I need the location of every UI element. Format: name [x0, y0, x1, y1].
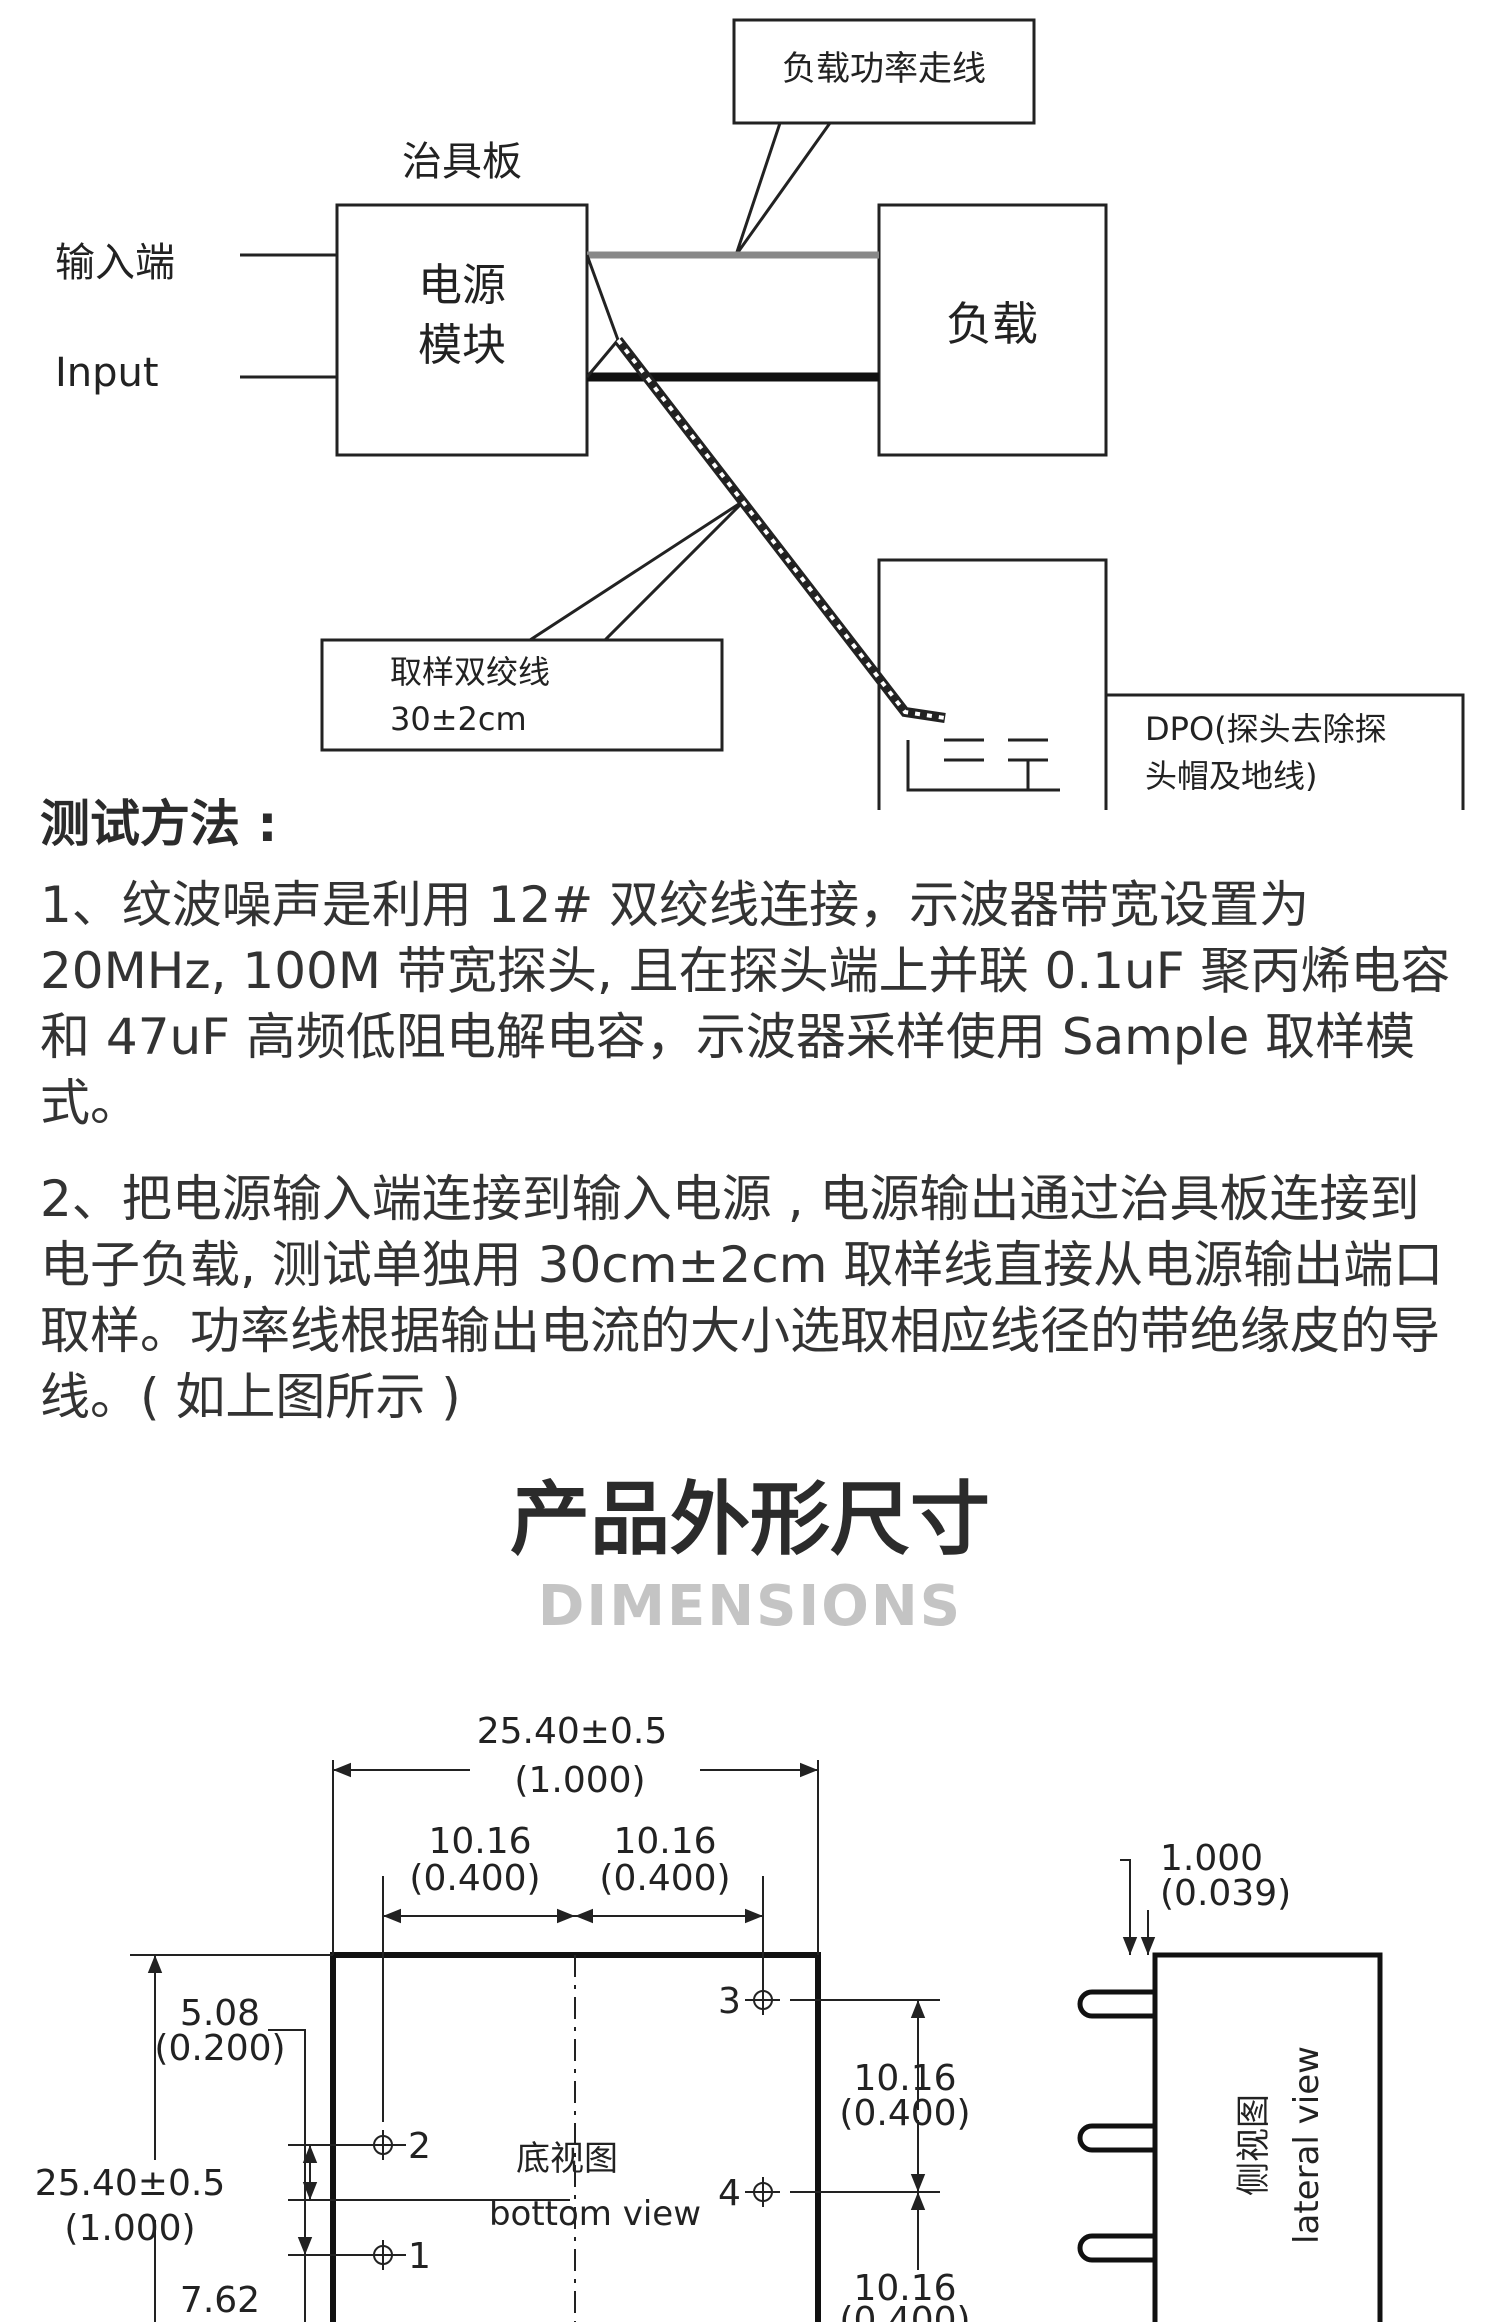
- dimensions-section-subtitle: DIMENSIONS: [537, 1574, 963, 1639]
- bottom-view-label-cn: 底视图: [516, 2139, 618, 2179]
- overall-width-value: 25.40±0.5: [477, 1711, 667, 1752]
- twisted-pair-stripes: [616, 338, 946, 720]
- pin-3-marker: [745, 1985, 780, 2015]
- pin-2-marker: [368, 2130, 406, 2160]
- bottom-view-label-en: bottom view: [489, 2194, 701, 2234]
- power-trace-label: 负载功率走线: [782, 49, 986, 89]
- pitch-b-inch: (0.400): [599, 1858, 730, 1899]
- input-label-cn: 输入端: [55, 240, 175, 286]
- dimensions-section-title: 产品外形尺寸: [510, 1473, 990, 1566]
- pin-2-label: 2: [408, 2126, 431, 2167]
- right-pitch-b-value: 10.16: [853, 2268, 956, 2309]
- pin-offset-inch: (0.200): [154, 2028, 285, 2069]
- dimensions-drawing: 25.40±0.5 (1.000) 10.16 (0.400) 10.16 (0…: [35, 1711, 1383, 2322]
- right-pitch-b-inch: (0.400): [839, 2300, 970, 2322]
- lateral-pins: [1077, 1989, 1155, 2263]
- twisted-pair-pointer: [529, 498, 747, 642]
- power-trace-callout-box: [732, 18, 1036, 125]
- power-trace-pointer: [734, 122, 832, 256]
- load-label: 负载: [946, 297, 1038, 351]
- twisted-pair-label-2: 30±2cm: [390, 700, 527, 738]
- overall-height-inch: (1.000): [64, 2208, 195, 2249]
- module-label-line2: 模块: [418, 320, 506, 371]
- lower-offset-value: 7.62: [180, 2280, 260, 2321]
- probe-label-2: 头帽及地线): [1145, 757, 1318, 795]
- lateral-view-label-en: lateral view: [1287, 2046, 1327, 2244]
- right-pitch-a-inch: (0.400): [839, 2093, 970, 2134]
- lateral-body-outline: [1152, 1952, 1383, 2322]
- overall-width-inch: (1.000): [514, 1760, 645, 1801]
- power-module-box: [335, 203, 589, 457]
- sampling-wire-a: [585, 254, 620, 341]
- sampling-wire-b: [585, 339, 620, 378]
- load-box: [877, 203, 1108, 457]
- twisted-pair-label-1: 取样双绞线: [390, 653, 550, 691]
- lateral-thickness-value: 1.000: [1160, 1838, 1263, 1879]
- probe-label-1: DPO(探头去除探: [1145, 710, 1387, 748]
- pitch-a-value: 10.16: [428, 1821, 531, 1862]
- pin-4-marker: [745, 2177, 780, 2207]
- pitch-a-inch: (0.400): [409, 1858, 540, 1899]
- pin-3-label: 3: [718, 1981, 741, 2022]
- module-label-line1: 电源: [418, 260, 506, 311]
- input-label-en: Input: [55, 350, 159, 396]
- fixture-board-label: 治具板: [402, 139, 522, 185]
- twisted-pair-callout-box: [320, 638, 724, 752]
- right-pitch-a-value: 10.16: [853, 2058, 956, 2099]
- overall-height-value: 25.40±0.5: [35, 2163, 225, 2204]
- probe-wire: [906, 740, 1060, 792]
- pin-1-label: 1: [408, 2236, 431, 2277]
- test-method-paragraph-2: 2、把电源输入端连接到输入电源 , 电源输出通过治具板连接到电子负载, 测试单独…: [40, 1170, 1444, 1426]
- probe-label-box: [1104, 693, 1465, 810]
- lateral-view-label-cn: 侧视图: [1234, 2094, 1274, 2196]
- test-method-paragraph-1: 1、纹波噪声是利用 12# 双绞线连接，示波器带宽设置为 20MHz, 100M…: [40, 876, 1451, 1132]
- test-method-title: 测试方法 :: [40, 795, 278, 853]
- pin-offset-value: 5.08: [180, 1993, 260, 2034]
- pitch-b-value: 10.16: [613, 1821, 716, 1862]
- pin-1-marker: [368, 2240, 406, 2270]
- test-setup-diagram: 负载功率走线 治具板 输入端 Input 电源 模块 负载 取样双绞线 30±2…: [55, 18, 1465, 810]
- oscilloscope-box: [877, 558, 1108, 810]
- twisted-pair-cable: [614, 336, 946, 723]
- lateral-thickness-inch: (0.039): [1160, 1873, 1291, 1914]
- pin-4-label: 4: [718, 2173, 741, 2214]
